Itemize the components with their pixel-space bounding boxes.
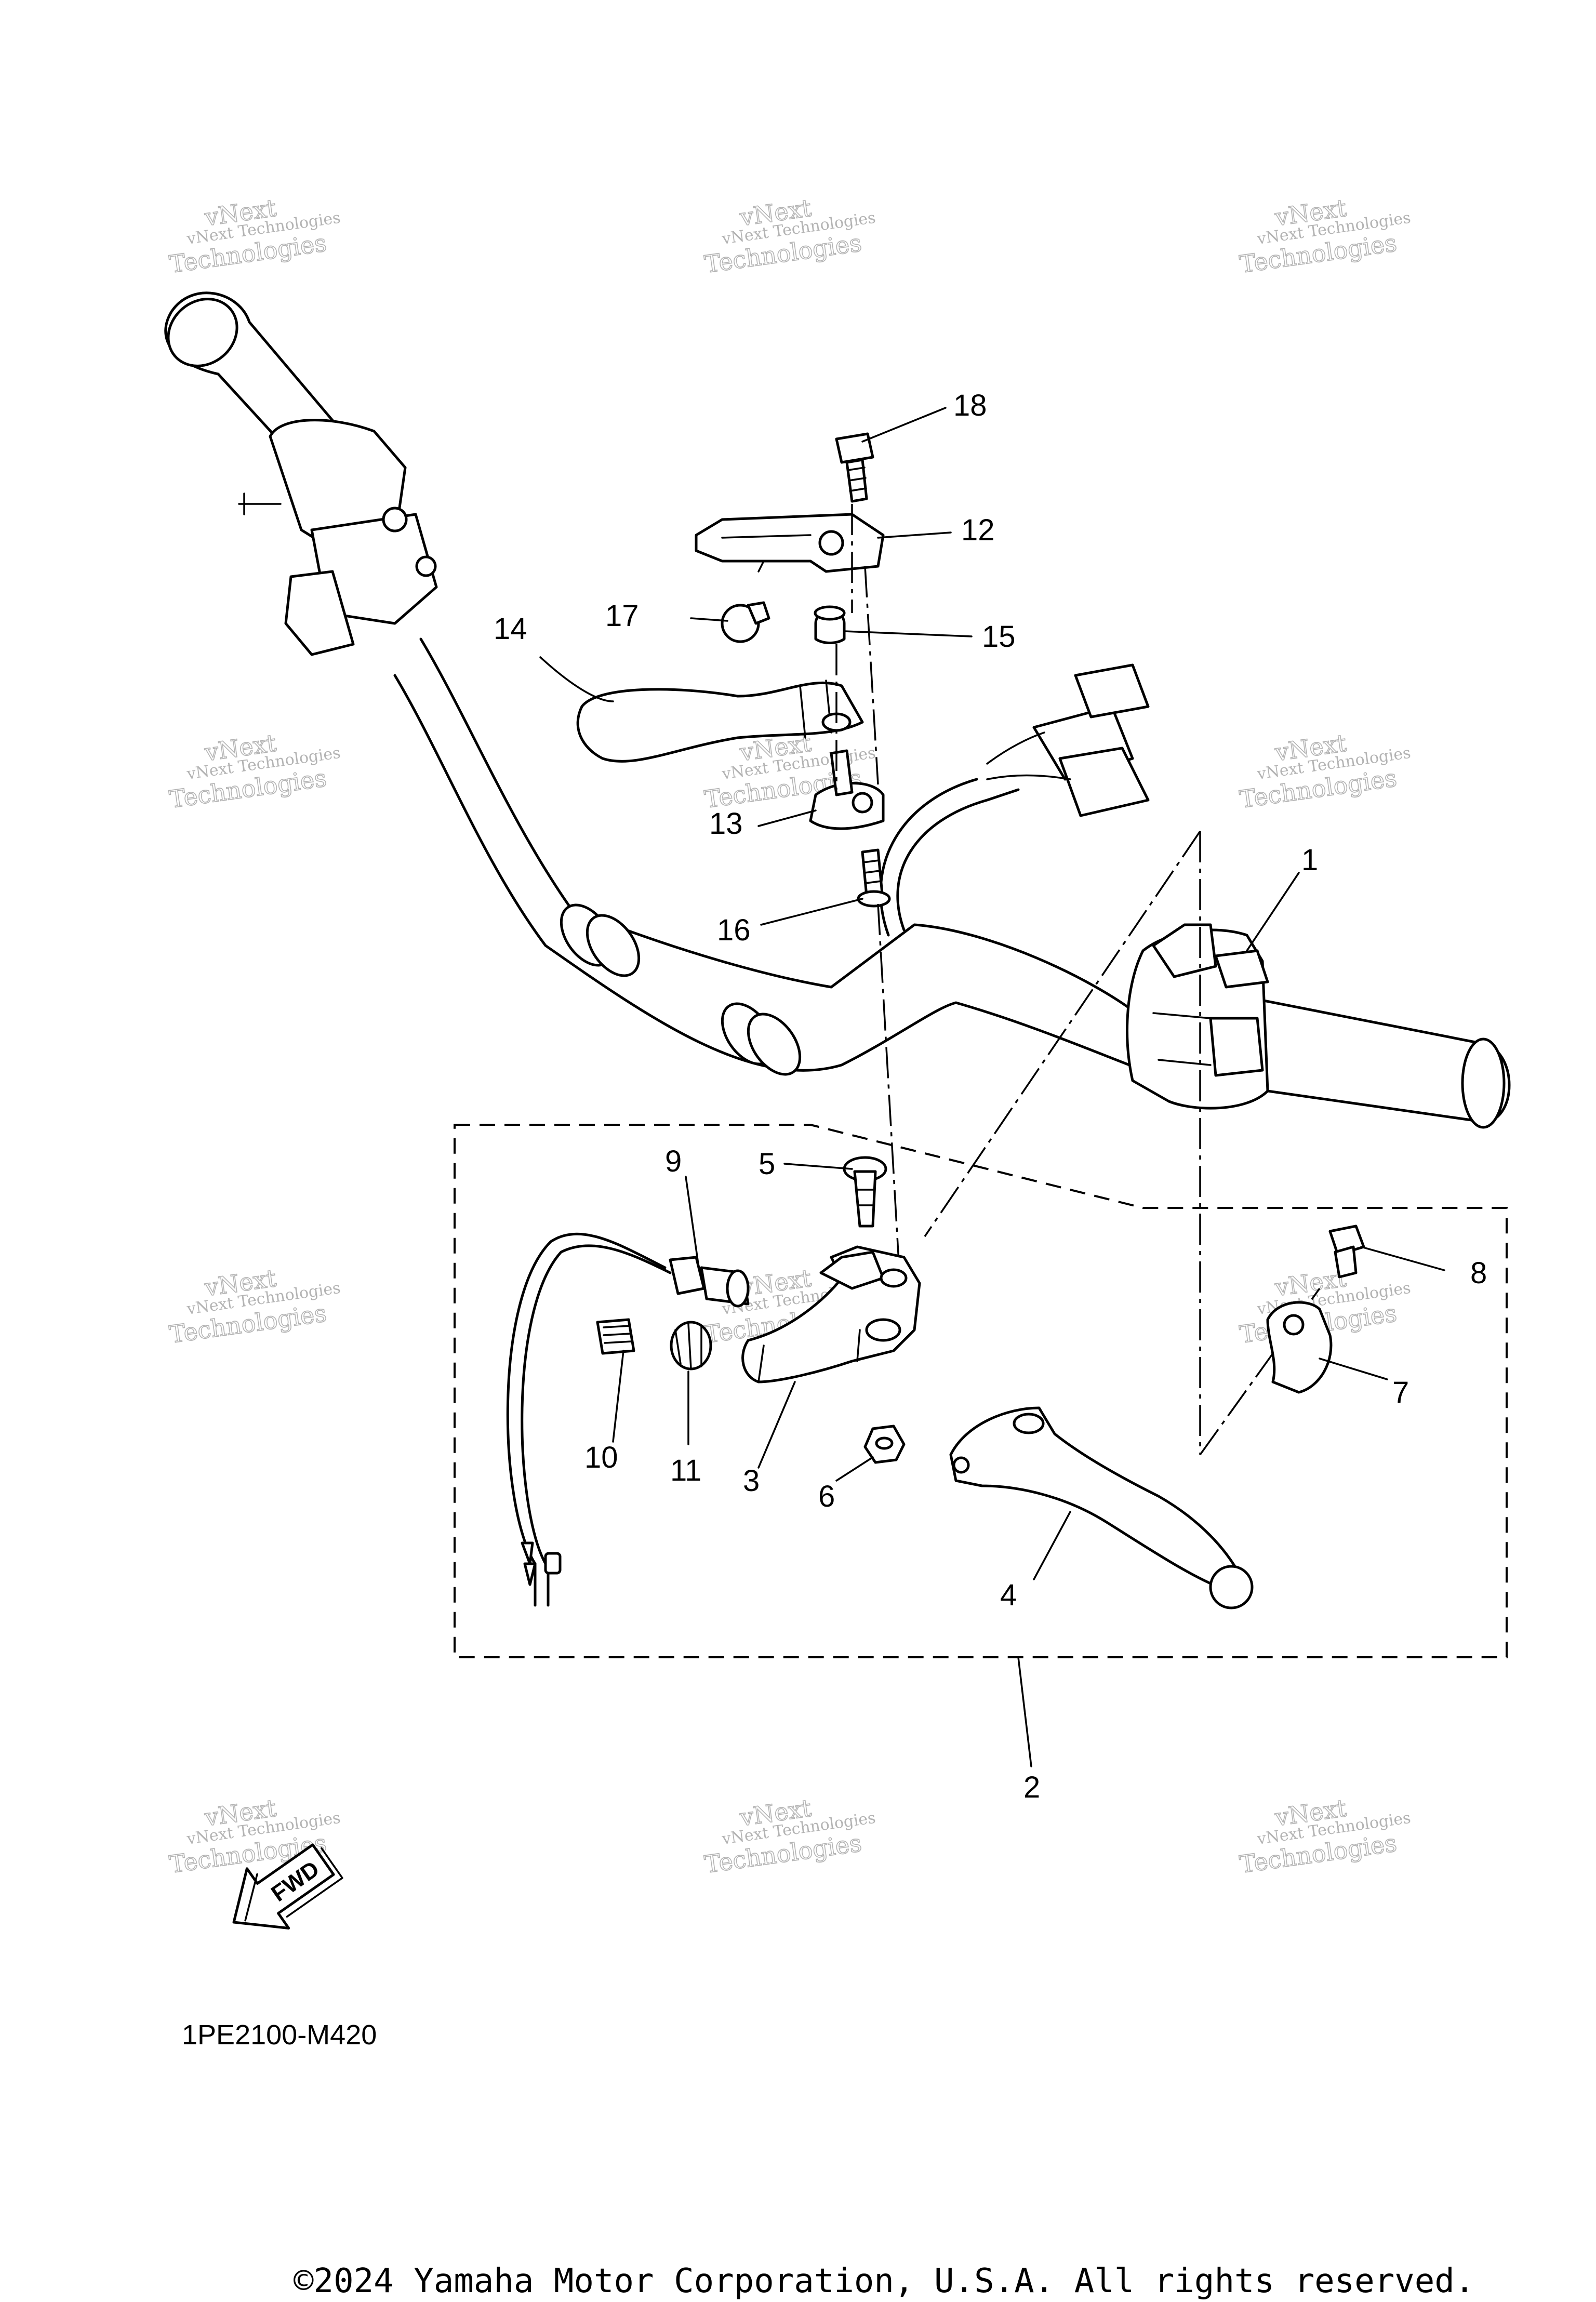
watermark-tile: vNext vNext Technologies Technologies	[1238, 728, 1412, 814]
part-5-pivot-bolt	[843, 1156, 887, 1228]
watermark-tile: vNext vNext Technologies Technologies	[702, 193, 877, 279]
callout-17: 17	[605, 599, 639, 633]
part-10-adjuster-bolt	[596, 1318, 635, 1355]
switch-harness	[896, 788, 1020, 932]
part-7-clamp	[1266, 1301, 1333, 1394]
watermark-tile: vNext vNext Technologies Technologies	[702, 1793, 877, 1879]
right-grip-end	[1461, 1037, 1506, 1129]
part-9-cable-adjuster	[506, 1232, 750, 1565]
callout-16: 16	[717, 913, 751, 947]
master-cylinder	[238, 419, 438, 656]
part-3-lever-holder	[741, 1245, 921, 1383]
callout-12: 12	[961, 513, 995, 547]
callout-9: 9	[665, 1145, 682, 1178]
assembly-centerline	[864, 566, 879, 785]
part-8-screw	[1328, 1225, 1365, 1279]
callout-8: 8	[1470, 1256, 1487, 1290]
assembly-centerline	[835, 504, 853, 790]
part-12-bracket	[695, 513, 885, 573]
callout-14: 14	[494, 612, 527, 646]
part-11-locknut	[670, 1321, 712, 1370]
watermark-tile: vNext vNext Technologies Technologies	[167, 728, 342, 814]
callout-10: 10	[584, 1441, 618, 1474]
copyright-notice: ©2024 Yamaha Motor Corporation, U.S.A. A…	[294, 2262, 1474, 2300]
callout-1: 1	[1301, 843, 1318, 877]
knurl-ring-right	[721, 1002, 802, 1076]
watermark-tile: vNext vNext Technologies Technologies	[167, 193, 342, 279]
handlebar-tube-upper	[419, 637, 1145, 1020]
callout-4: 4	[1000, 1578, 1017, 1612]
harness-connector	[986, 663, 1150, 817]
callout-5: 5	[759, 1147, 775, 1181]
callout-6: 6	[818, 1480, 835, 1513]
part-15-collar	[814, 605, 846, 644]
watermark-tile: vNext vNext Technologies Technologies	[1238, 1793, 1412, 1879]
part-16-bolt	[857, 848, 891, 908]
part-18-bolt	[835, 432, 874, 503]
callout-7: 7	[1392, 1376, 1409, 1409]
leader-lines	[539, 407, 1445, 1767]
part-1-handlebar-switch	[1126, 923, 1269, 1110]
diagram-code: 1PE2100-M420	[182, 2019, 377, 2051]
callout-18: 18	[953, 389, 987, 422]
part-2-assembly-boundary	[454, 1124, 1508, 1658]
part-6-nut	[863, 1425, 906, 1464]
part-17-plug	[721, 601, 770, 643]
watermark-tile: vNext vNext Technologies Technologies	[1238, 193, 1412, 279]
assembly-centerline	[877, 903, 900, 1263]
callout-labels: 1 2 3 4 5 6 7 8 9 10 11 12 13 14 15 16 1…	[494, 389, 1487, 1804]
callout-3: 3	[743, 1464, 760, 1498]
watermark-tile: vNext vNext Technologies Technologies	[167, 1263, 342, 1349]
callout-11: 11	[670, 1454, 701, 1487]
part-14-lever-guard	[576, 680, 864, 763]
part-4-brake-lever	[949, 1406, 1254, 1609]
knurl-ring-left	[560, 903, 641, 977]
watermark-grid: vNext vNext Technologies Technologies vN…	[167, 193, 1412, 1879]
callout-13: 13	[709, 807, 743, 841]
callout-2: 2	[1023, 1771, 1040, 1804]
callout-15: 15	[982, 620, 1016, 654]
assembly-centerline	[924, 831, 1201, 1237]
left-grip-end	[167, 298, 238, 367]
cable-end	[521, 1541, 562, 1607]
